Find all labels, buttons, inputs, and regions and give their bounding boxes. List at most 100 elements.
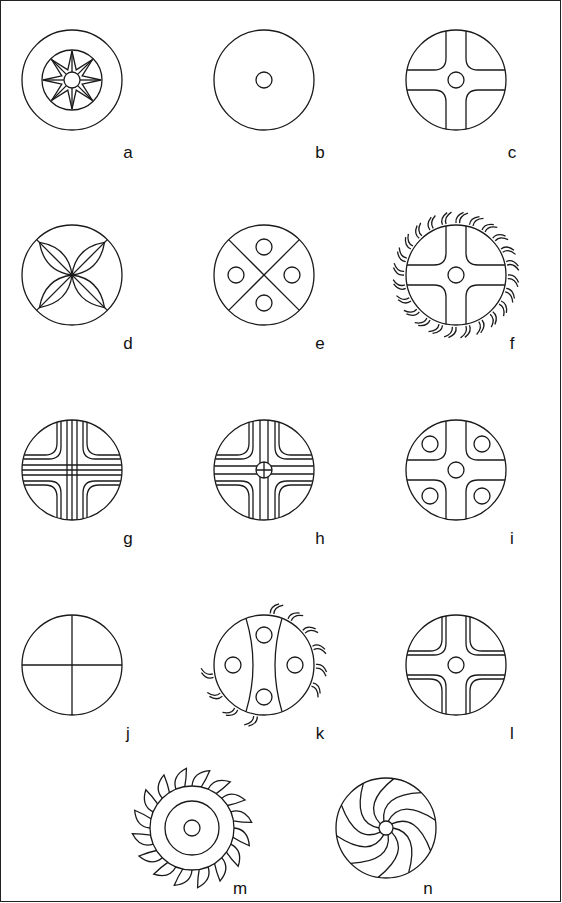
spiral-arm	[393, 828, 412, 873]
symbols	[22, 30, 519, 888]
petal	[39, 275, 72, 308]
hair-mark	[223, 708, 235, 713]
figure-letter: g	[123, 530, 132, 547]
cross-curve	[87, 485, 120, 518]
star-ray	[51, 59, 66, 74]
circle-outline	[256, 72, 272, 88]
circle-outline	[422, 436, 438, 452]
circle-outline	[448, 267, 464, 283]
cross-curve	[466, 616, 505, 655]
hair-mark	[419, 223, 422, 236]
sun-ray	[198, 867, 209, 888]
hair-mark	[404, 309, 417, 312]
spiral-arm	[384, 793, 422, 822]
circle-outline	[64, 72, 80, 88]
arc-line	[246, 618, 253, 711]
circle-outline	[474, 488, 490, 504]
cross-curve	[407, 31, 446, 70]
spiral-arm	[392, 821, 431, 850]
circle-outline	[256, 689, 272, 705]
cross-curve	[23, 421, 61, 459]
cross-line	[256, 462, 272, 478]
cross-curve	[275, 421, 313, 459]
circle-outline	[287, 657, 303, 673]
circle-outline	[406, 615, 506, 715]
hair-mark	[461, 326, 467, 338]
hair-mark	[477, 322, 481, 335]
diagonal	[37, 240, 108, 311]
cross-curve	[23, 481, 61, 519]
figure-letter: e	[315, 335, 324, 352]
circle-outline	[406, 30, 506, 130]
cross-curve	[466, 285, 505, 324]
diagonal	[229, 240, 300, 311]
sun-ray	[222, 794, 245, 805]
figure-letter: l	[510, 725, 514, 742]
cross-curve	[215, 481, 253, 519]
circle-outline	[256, 462, 272, 478]
spiral-arm	[351, 835, 389, 864]
star-ray	[43, 79, 64, 80]
hair-mark	[490, 314, 493, 327]
hair-mark	[394, 263, 404, 271]
figure-letter: j	[126, 725, 130, 742]
cross-curve	[407, 226, 446, 265]
sun-ray	[192, 771, 210, 787]
sun-ray	[175, 768, 186, 789]
cross-curve	[407, 421, 446, 460]
sun-ray	[215, 858, 226, 881]
hair-mark	[501, 247, 514, 250]
hair-mark	[433, 325, 443, 333]
figure-letter: n	[423, 880, 432, 897]
figure-letter: d	[123, 335, 132, 352]
hair-mark	[481, 320, 484, 333]
hair-mark	[313, 683, 320, 694]
star-ray	[51, 86, 66, 101]
sun-ray	[208, 780, 230, 793]
circle-outline	[22, 30, 122, 130]
circle-outline	[406, 420, 506, 520]
hair-mark	[505, 292, 513, 303]
circle-outline	[225, 657, 241, 673]
hair-mark	[244, 716, 253, 725]
cross-curve	[407, 480, 446, 519]
star-ray	[78, 86, 93, 101]
hair-mark	[398, 300, 411, 303]
hair-mark	[303, 627, 316, 630]
hair-mark	[311, 686, 318, 697]
circle-outline	[22, 615, 122, 715]
cross-curve	[24, 485, 57, 518]
hair-mark	[507, 264, 519, 270]
sun-ray	[174, 869, 192, 885]
cross-line	[71, 420, 72, 520]
hair-mark	[499, 304, 504, 316]
hair-mark	[209, 696, 222, 699]
circle-outline	[256, 295, 272, 311]
cross-curve	[466, 480, 505, 519]
star-ray	[71, 51, 72, 72]
circle-outline	[165, 801, 219, 855]
circle-outline	[448, 72, 464, 88]
figure-letter: a	[123, 144, 132, 161]
sun-ray	[226, 844, 239, 866]
cross-line	[76, 420, 77, 520]
cross-curve	[279, 485, 312, 518]
figure-letter: f	[510, 335, 515, 352]
sun-ray	[233, 828, 249, 846]
hair-mark	[398, 252, 406, 262]
hair-mark	[469, 217, 479, 225]
star-ray	[78, 59, 93, 74]
circle-outline	[214, 30, 314, 130]
cross-curve	[407, 90, 446, 129]
cross-curve	[466, 90, 505, 129]
circle-outline	[448, 462, 464, 478]
hair-mark	[207, 692, 220, 695]
sun-ray	[135, 810, 151, 828]
star-ray	[71, 88, 72, 109]
figure-letter: i	[510, 530, 514, 547]
sun-ray	[139, 851, 162, 862]
hair-mark	[473, 218, 484, 226]
hair-mark	[393, 280, 405, 286]
